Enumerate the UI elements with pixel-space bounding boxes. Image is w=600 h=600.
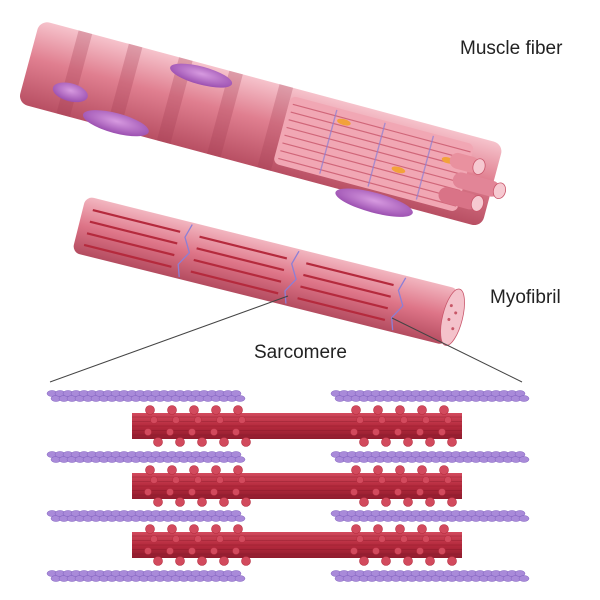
fiber-striations <box>56 30 294 171</box>
actin-filament <box>46 390 246 402</box>
fiber-nucleus <box>82 110 149 137</box>
fiber-nucleus <box>52 82 88 103</box>
actin-filament <box>330 570 530 582</box>
actin-filament <box>46 451 246 463</box>
myofibril-end <box>440 288 465 346</box>
label-muscle-fiber: Muscle fiber <box>460 38 563 59</box>
fiber-nucleus <box>170 63 233 88</box>
actin-filament <box>46 510 246 522</box>
myofibril-illustration <box>73 197 465 346</box>
myofibril-filaments <box>83 208 394 322</box>
muscle-fiber-illustration <box>19 22 507 226</box>
actin-filament <box>330 510 530 522</box>
myosin-filament <box>132 405 462 447</box>
fiber-nucleus <box>335 188 413 217</box>
fiber-cutaway <box>274 96 507 212</box>
myofibril-z-lines <box>177 224 407 331</box>
myosin-filament <box>132 524 462 566</box>
zoom-lines <box>49 295 523 383</box>
actin-filament <box>330 390 530 402</box>
myosin-filament <box>132 465 462 507</box>
label-sarcomere: Sarcomere <box>254 342 347 363</box>
label-myofibril: Myofibril <box>490 287 561 308</box>
myofibril-ends <box>438 152 507 212</box>
actin-filament <box>330 451 530 463</box>
sarcomere-illustration <box>46 390 530 582</box>
myofibril-body <box>73 197 458 344</box>
actin-filament <box>46 570 246 582</box>
